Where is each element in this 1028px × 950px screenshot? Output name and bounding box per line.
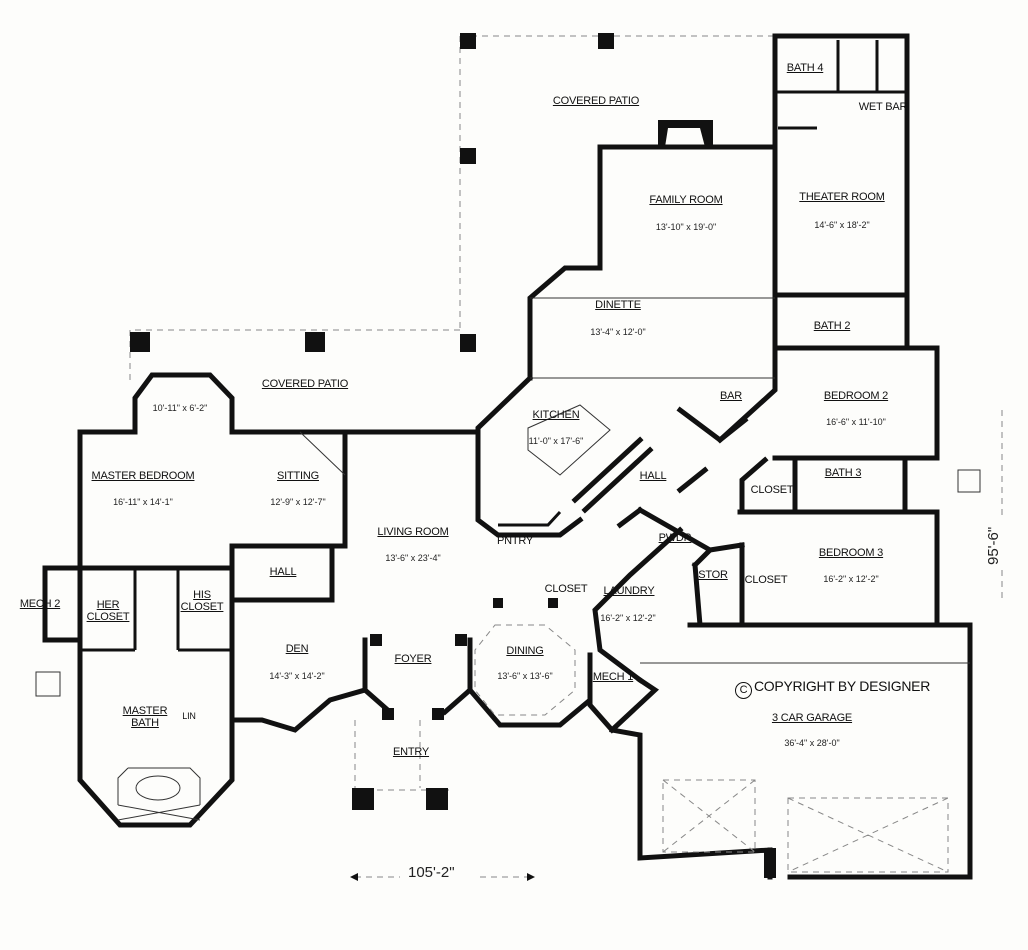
label-bath-4: BATH 4 <box>786 62 824 74</box>
dim-bedroom-2: 16'-6" x 11'-10" <box>826 417 886 427</box>
overall-depth-dimension: 95'-6" <box>985 526 1002 565</box>
master-bath-line2: BATH <box>131 717 159 729</box>
her-closet-line2: CLOSET <box>86 611 130 623</box>
dim-master-bedroom: 16'-11" x 14'-1" <box>113 497 173 507</box>
label-hall-master: HALL <box>269 566 297 578</box>
bathtub <box>135 775 181 801</box>
label-garage: 3 CAR GARAGE <box>771 712 853 724</box>
label-living-room: LIVING ROOM <box>377 526 449 538</box>
master-bath-line1: MASTER <box>122 705 168 717</box>
her-closet-line1: HER <box>96 599 120 611</box>
label-her-closet: HER CLOSET <box>87 599 130 623</box>
label-his-closet: HIS CLOSET <box>181 589 224 613</box>
label-storage: STOR <box>698 569 728 581</box>
label-linen: LIN <box>182 711 196 721</box>
copyright-text: COPYRIGHT BY DESIGNER <box>754 678 931 694</box>
label-dining: DINING <box>506 645 544 657</box>
label-bath-3: BATH 3 <box>824 467 862 479</box>
label-laundry: LAUNDRY <box>603 585 655 597</box>
label-bedroom-3: BEDROOM 3 <box>818 547 884 559</box>
label-covered-patio-rear: COVERED PATIO <box>552 95 640 107</box>
dim-laundry: 16'-2" x 12'-2" <box>600 613 656 623</box>
dim-living-room: 13'-6" x 23'-4" <box>385 553 441 563</box>
rear-covered-patio-outline <box>129 33 775 380</box>
dim-family-room: 13'-10" x 19'-0" <box>655 222 717 232</box>
label-wet-bar: WET BAR <box>858 101 908 113</box>
label-closet-bed2: CLOSET <box>750 484 794 496</box>
label-mech-1: MECH 1 <box>592 671 634 683</box>
kitchen-island <box>527 404 611 476</box>
label-bedroom-2: BEDROOM 2 <box>823 390 889 402</box>
copyright-icon: C <box>735 682 752 699</box>
label-pantry: PNTRY <box>496 535 534 547</box>
dim-dining: 13'-6" x 13'-6" <box>497 671 553 681</box>
label-powder: PWDR <box>658 532 692 544</box>
label-den: DEN <box>285 643 309 655</box>
his-closet-line1: HIS <box>193 589 211 601</box>
dim-dinette: 13'-4" x 12'-0" <box>590 327 646 337</box>
dim-garage: 36'-4" x 28'-0" <box>784 738 840 748</box>
label-sitting: SITTING <box>277 470 319 482</box>
label-closet-bed3: CLOSET <box>744 574 788 586</box>
label-bath-2: BATH 2 <box>813 320 851 332</box>
label-entry: ENTRY <box>392 746 430 758</box>
label-bar: BAR <box>719 390 743 402</box>
label-foyer: FOYER <box>394 653 432 665</box>
overall-width-dimension: 105'-2" <box>408 864 455 881</box>
label-master-bedroom: MASTER BEDROOM <box>91 470 195 482</box>
label-master-bath: MASTER BATH <box>123 705 168 729</box>
label-hall-center: HALL <box>639 470 667 482</box>
fireplace <box>658 120 713 147</box>
label-dinette: DINETTE <box>595 299 641 311</box>
dim-bedroom-3: 16'-2" x 12'-2" <box>823 574 879 584</box>
dim-theater-room: 14'-6" x 18'-2" <box>814 220 870 230</box>
label-family-room: FAMILY ROOM <box>649 194 723 206</box>
dim-kitchen: 11'-0" x 17'-6" <box>528 436 584 446</box>
label-closet-hall: CLOSET <box>544 583 588 595</box>
label-theater-room: THEATER ROOM <box>799 191 885 203</box>
dim-sitting: 12'-9" x 12'-7" <box>270 497 326 507</box>
his-closet-line2: CLOSET <box>180 601 224 613</box>
label-mech-2: MECH 2 <box>19 598 61 610</box>
label-kitchen: KITCHEN <box>532 409 580 421</box>
dim-patio-bay: 10'-11" x 6'-2" <box>152 403 208 413</box>
label-covered-patio-left: COVERED PATIO <box>261 378 349 390</box>
dim-den: 14'-3" x 14'-2" <box>269 671 325 681</box>
